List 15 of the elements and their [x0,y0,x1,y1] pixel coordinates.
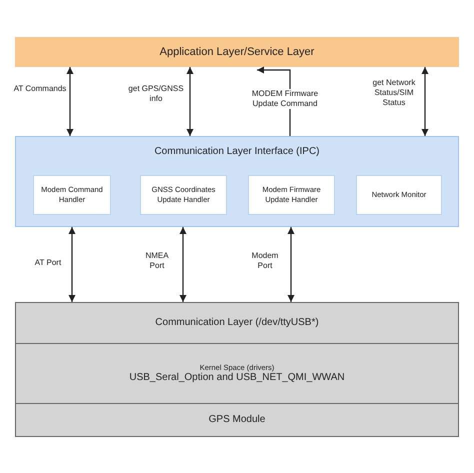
edge-label: get GPS/GNSS info [126,84,186,104]
arrow [422,67,428,136]
layer-band: Application Layer/Service Layer [15,37,459,67]
arrow [288,227,294,302]
interface-panel [15,136,459,227]
arrow [68,227,76,302]
edge-label: AT Commands [12,84,68,94]
arrow [186,67,194,136]
layer-band: GPS Module [15,403,459,437]
arrow [66,67,74,136]
panel-title: Communication Layer Interface (IPC) [154,146,320,157]
layer-title: USB_Seral_Option and USB_NET_QMI_WWAN [129,372,345,384]
layer-band [15,343,459,404]
layer-band: Communication Layer (/dev/ttyUSB*) [15,302,459,344]
arrow [180,227,186,302]
